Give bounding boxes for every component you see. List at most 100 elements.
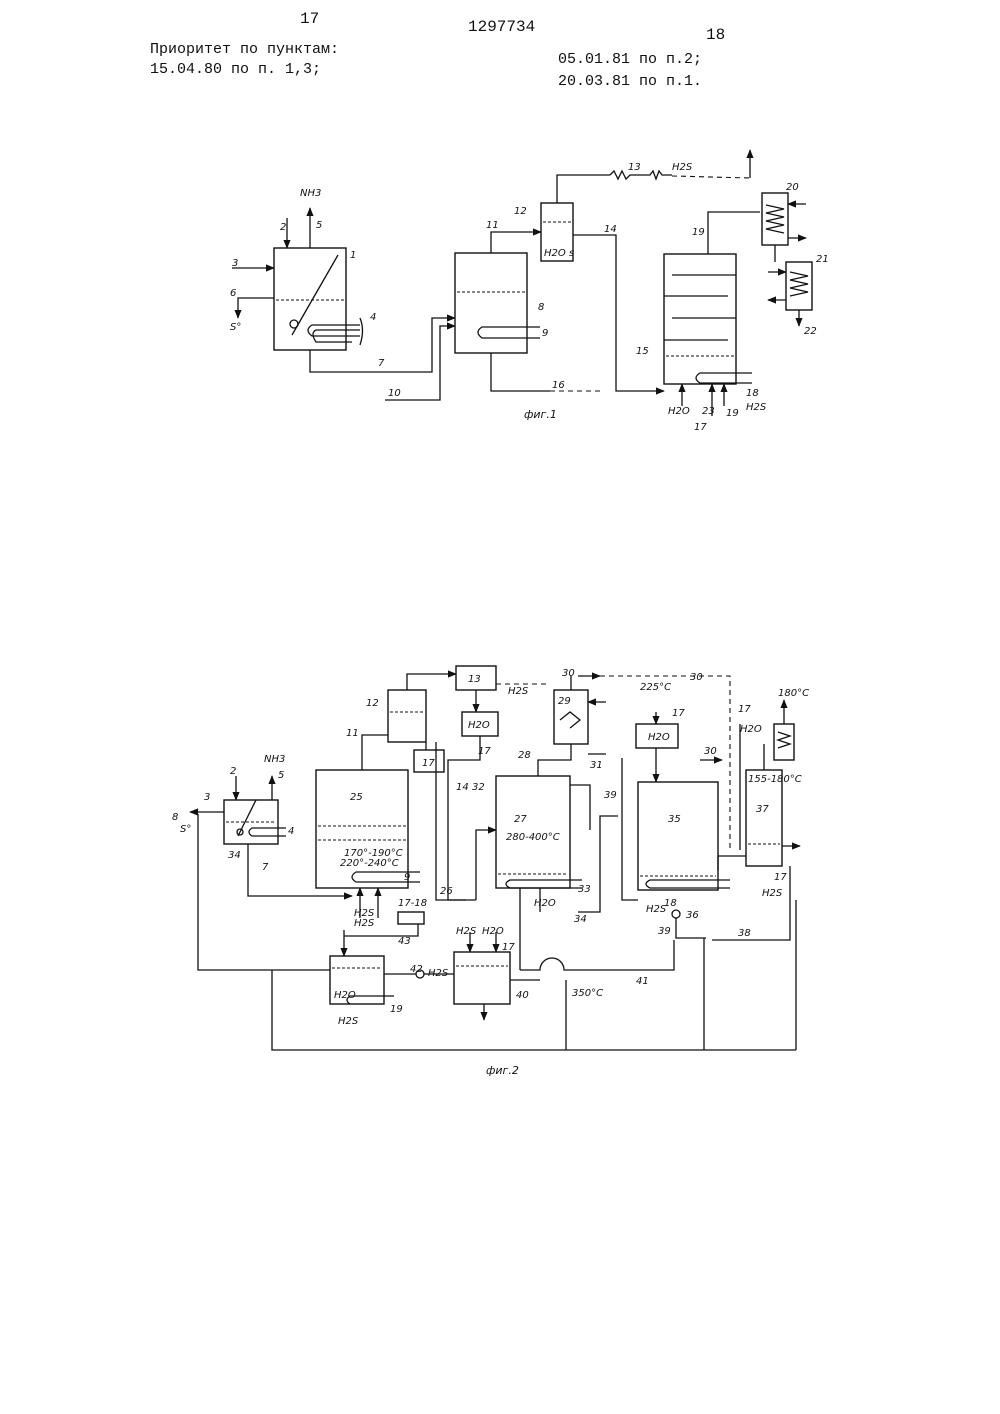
fig1-label-h2s-top: H2S [672, 162, 693, 173]
fig2-label-h2s-f: H2S [338, 1016, 359, 1027]
fig2-label-19: 19 [390, 1004, 403, 1015]
fig2-label-h2s-a: H2S [508, 686, 529, 697]
fig2-label-h2o-box: H2O [468, 720, 490, 731]
fig2-label-3: 3 [204, 792, 210, 803]
fig2-label-h2o-d: H2O [334, 990, 356, 1001]
fig2-label-9: 9 [404, 872, 410, 883]
fig2-label-40: 40 [516, 990, 529, 1001]
fig2-caption: фиг.2 [486, 1064, 519, 1077]
fig2-label-7: 7 [262, 862, 269, 873]
fig1-label-11: 11 [486, 220, 499, 231]
fig1-label-19b: 19 [726, 408, 739, 419]
fig2-label-41: 41 [636, 976, 649, 987]
fig2-label-42: 42 [410, 964, 423, 975]
fig1-label-14: 14 [604, 224, 617, 235]
fig2-label-32: 32 [472, 782, 485, 793]
fig1-label-18: 18 [746, 388, 759, 399]
fig1-label-10: 10 [388, 388, 401, 399]
fig2-label-27: 27 [514, 814, 527, 825]
fig2-label-36: 36 [686, 910, 699, 921]
figure-1-diagram: 3 2 5 NH3 1 6 S° 4 7 10 8 9 11 12 H2O s … [230, 150, 829, 433]
fig2-label-8: 8 [172, 812, 178, 823]
fig2-label-34a: 34 [228, 850, 241, 861]
fig1-caption: фиг.1 [524, 408, 557, 421]
fig2-label-17-18: 17-18 [398, 898, 427, 909]
fig1-label-13: 13 [628, 162, 641, 173]
fig2-label-38: 38 [738, 928, 751, 939]
fig1-label-2: 2 [280, 222, 286, 233]
fig2-label-h2s-e: H2S [762, 888, 783, 899]
fig1-label-22: 22 [804, 326, 817, 337]
fig1-label-s0: S° [230, 322, 241, 333]
fig2-label-nh3: NH3 [264, 754, 285, 765]
figure-2-diagram: 8 S° 3 2 NH3 5 4 34 7 25 170°-190°C 220°… [172, 666, 809, 1077]
fig1-label-8: 8 [538, 302, 544, 313]
fig1-label-5: 5 [316, 220, 322, 231]
fig2-label-temp350: 350°C [572, 988, 603, 999]
fig2-label-13: 13 [468, 674, 481, 685]
fig2-label-39b: 39 [658, 926, 671, 937]
fig2-label-25: 25 [350, 792, 363, 803]
fig2-label-11: 11 [346, 728, 359, 739]
fig1-label-3: 3 [232, 258, 238, 269]
fig2-label-18: 18 [664, 898, 677, 909]
fig2-label-17e: 17 [774, 872, 787, 883]
fig1-label-19: 19 [692, 227, 705, 238]
fig2-label-5: 5 [278, 770, 284, 781]
fig2-label-30c: 30 [704, 746, 717, 757]
fig2-label-43: 43 [398, 936, 411, 947]
fig1-column-15 [664, 254, 736, 384]
fig2-label-39a: 39 [604, 790, 617, 801]
fig2-label-h2s-g: H2S [428, 968, 449, 979]
fig2-label-31: 31 [590, 760, 603, 771]
fig2-label-30b: 30 [690, 672, 703, 683]
fig2-label-37: 37 [756, 804, 769, 815]
fig2-label-h2o-top: H2O [482, 926, 504, 937]
fig1-label-20: 20 [786, 182, 799, 193]
fig2-separator-12 [388, 690, 426, 742]
fig1-label-h2o-s: H2O s [544, 248, 574, 259]
fig1-label-h2s-bot: H2S [746, 402, 767, 413]
fig2-label-35: 35 [668, 814, 681, 825]
fig2-vessel-40 [454, 952, 510, 1004]
fig2-label-28: 28 [518, 750, 531, 761]
fig2-label-temp225: 225°C [640, 682, 671, 693]
fig1-label-23: 23 [702, 406, 715, 417]
fig1-label-1: 1 [350, 250, 356, 261]
fig2-label-temp37: 155-180°C [748, 774, 802, 785]
fig2-label-29: 29 [558, 696, 571, 707]
fig2-label-17-bottom: 17 [502, 942, 515, 953]
fig1-label-6: 6 [230, 288, 236, 299]
fig2-label-12: 12 [366, 698, 379, 709]
fig2-label-4: 4 [288, 826, 294, 837]
fig1-label-h2o: H2O [668, 406, 690, 417]
fig1-label-21: 21 [816, 254, 829, 265]
fig1-label-16: 16 [552, 380, 565, 391]
fig2-label-14: 14 [456, 782, 469, 793]
fig2-vessel-35 [638, 782, 718, 890]
fig2-label-17b: 17 [478, 746, 491, 757]
fig1-label-12: 12 [514, 206, 527, 217]
fig2-label-26: 26 [440, 886, 453, 897]
fig1-label-17: 17 [694, 422, 707, 433]
fig2-label-2: 2 [230, 766, 236, 777]
fig1-label-nh3: NH3 [300, 188, 321, 199]
fig2-label-temp25b: 220°-240°C [340, 858, 399, 869]
fig2-label-30a: 30 [562, 668, 575, 679]
fig2-label-h2o-c: H2O [740, 724, 762, 735]
fig2-label-h2o-b: H2O [648, 732, 670, 743]
fig2-label-17c: 17 [672, 708, 685, 719]
fig2-label-temp180: 180°C [778, 688, 809, 699]
fig2-label-34b: 34 [574, 914, 587, 925]
fig1-label-9: 9 [542, 328, 548, 339]
fig2-label-h2s-c: H2S [354, 918, 375, 929]
fig2-label-h2o-a: H2O [534, 898, 556, 909]
fig2-box-43 [398, 912, 424, 924]
fig2-vessel-25 [316, 770, 408, 888]
fig2-label-h2s-top: H2S [456, 926, 477, 937]
fig1-label-7: 7 [378, 358, 385, 369]
fig1-label-15: 15 [636, 346, 649, 357]
fig2-label-17a: 17 [422, 758, 435, 769]
fig2-label-s0: S° [180, 824, 191, 835]
